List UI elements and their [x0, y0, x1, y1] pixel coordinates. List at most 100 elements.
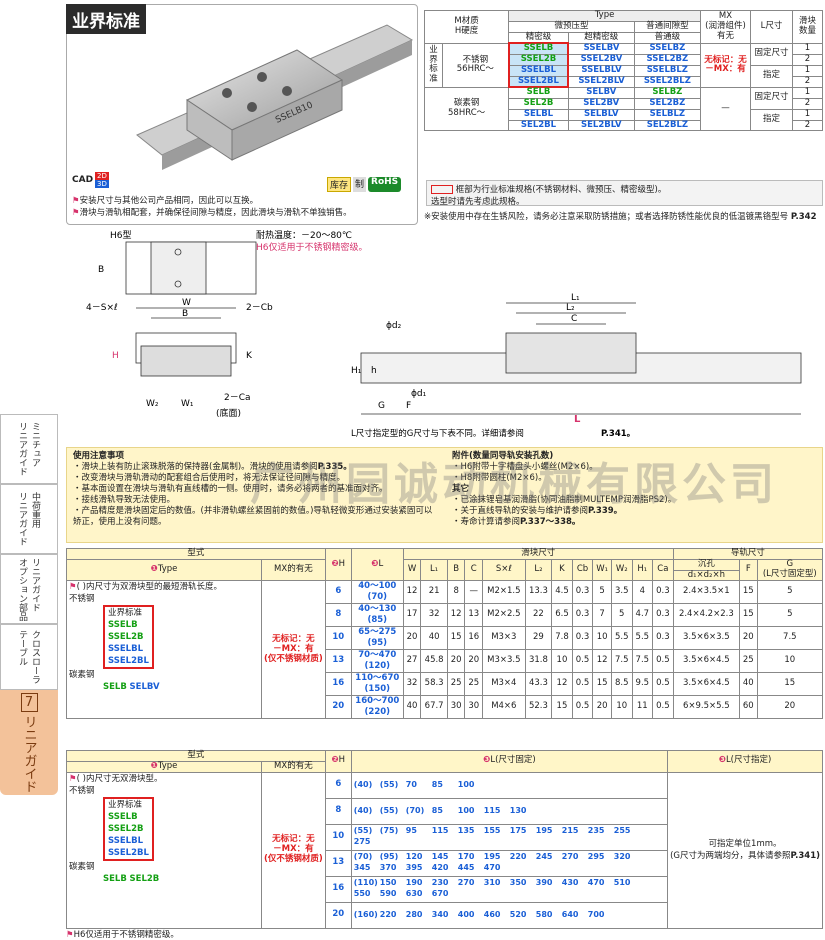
length-value: (75)	[379, 826, 399, 836]
side-tab-medium-load[interactable]: 中荷重用 リニアガイド	[0, 484, 58, 554]
length-value: 670	[431, 889, 449, 899]
stock-badge: 库存	[327, 177, 352, 192]
dim-l2: L₂	[566, 303, 575, 313]
g-note-ref: P.341。	[601, 429, 635, 439]
product-photo-panel: SSELB10	[66, 4, 418, 225]
length-value: 120	[405, 852, 423, 862]
length-value: (70)	[353, 852, 373, 862]
cad-badge: CAD 2D 3D	[72, 172, 109, 188]
length-value: 580	[535, 909, 553, 919]
length-value: 350	[509, 878, 527, 888]
length-value: 310	[483, 878, 501, 888]
length-value: 85	[431, 779, 443, 789]
length-value: (70)	[405, 805, 425, 815]
length-value: 255	[613, 826, 631, 836]
length-value: 95	[405, 826, 417, 836]
length-value: 215	[561, 826, 579, 836]
dim-k: K	[246, 351, 253, 361]
length-value: 150	[379, 878, 397, 888]
length-value: 390	[535, 878, 553, 888]
dim-d2: ϕd₂	[386, 321, 402, 331]
dim-l: L	[574, 414, 581, 425]
length-value: 195	[483, 852, 501, 862]
length-value: (160)	[353, 909, 378, 919]
h6-note: H6仅适用于不锈钢精密级。	[256, 241, 368, 253]
page-title: 业界标准	[66, 4, 146, 34]
length-value: 510	[613, 878, 631, 888]
length-value: 220	[379, 909, 397, 919]
temp-label: 耐热温度：－20～80℃	[256, 229, 352, 241]
length-value: 100	[457, 779, 475, 789]
length-value: 520	[509, 909, 527, 919]
length-value: 270	[561, 852, 579, 862]
frame-note: 框部为行业标准规格(不锈钢材料、微预压、精密级型)。选型时请先考虑此规格。	[426, 180, 823, 207]
dim-h1: H₁	[351, 366, 362, 376]
dim-d1: ϕd₁	[411, 389, 427, 399]
dim-g: G	[378, 401, 385, 411]
length-value: (40)	[353, 779, 373, 789]
h6-label: H6型	[110, 230, 132, 241]
product-image: SSELB10	[136, 24, 414, 170]
side-tab-miniature[interactable]: ミニチュア リニアガイド	[0, 414, 58, 484]
length-value: 445	[457, 863, 475, 873]
dim-w: W	[182, 298, 191, 308]
length-value: 400	[457, 909, 475, 919]
rust-warning: ※安装使用中存在生锈风险，请务必注意采取防锈措施；或者选择防锈性能优良的低温镀黑…	[424, 212, 817, 222]
dim-b-side: B	[98, 265, 104, 275]
side-tab-cross-roller[interactable]: クロスローラ テーブル	[0, 624, 58, 690]
dim-c: C	[571, 314, 577, 324]
length-value: 190	[405, 878, 423, 888]
length-value: 395	[405, 863, 423, 873]
length-value: 700	[587, 909, 605, 919]
technical-drawing: H6型 B 耐热温度：－20～80℃ H6仅适用于不锈钢精密级。 W B 4－S…	[86, 229, 802, 439]
length-value: 420	[431, 863, 449, 873]
length-value: 155	[483, 826, 501, 836]
length-value: 640	[561, 909, 579, 919]
length-value: (110)	[353, 878, 378, 888]
length-value: (55)	[379, 779, 399, 789]
length-value: 220	[509, 852, 527, 862]
length-value: 345	[353, 863, 371, 873]
length-value: 460	[483, 909, 501, 919]
length-value: 115	[483, 805, 501, 815]
length-value: 270	[457, 878, 475, 888]
length-value: 275	[353, 837, 371, 847]
length-value: 85	[431, 805, 443, 815]
length-value: 590	[379, 889, 397, 899]
length-value: 115	[431, 826, 449, 836]
length-value: 630	[405, 889, 423, 899]
dim-w1: W₁	[181, 399, 194, 409]
dim-ca-note: (底面)	[216, 407, 241, 419]
dim-h: H	[112, 351, 119, 361]
length-value: 70	[405, 779, 417, 789]
len-row-6: (40) (55) 70 85 100	[350, 771, 669, 799]
dim-b: B	[182, 309, 188, 319]
length-value: 320	[613, 852, 631, 862]
side-tab-options[interactable]: リニアガイド オプション部品	[0, 554, 58, 624]
footer-note: ⚑H6仅适用于不锈钢精密级。	[66, 930, 179, 940]
rohs-badge: RoHS	[368, 177, 402, 192]
usage-notes: 使用注意事项 ・滑块上装有防止滚珠脱落的保持器(金属制)。滑块的使用请参阅P.3…	[66, 447, 823, 543]
stock-badges: 库存 制 RoHS	[327, 177, 402, 192]
watermark: 广州园诚动机械有限公司	[250, 459, 778, 510]
length-value: 550	[353, 889, 371, 899]
length-value: 470	[483, 863, 501, 873]
length-value: 100	[457, 805, 475, 815]
dim-cb: 2－Cb	[246, 303, 273, 313]
type-table: M材质 H硬度 Type MX (润滑组件) 有无 L尺寸 滑块 数量 微预压型…	[423, 10, 823, 132]
length-value: 340	[431, 909, 449, 919]
make-badge: 制	[353, 177, 367, 192]
dim-w2: W₂	[146, 399, 159, 409]
length-value: 230	[431, 878, 449, 888]
length-value: 195	[535, 826, 553, 836]
side-nav: ミニチュア リニアガイド 中荷重用 リニアガイド リニアガイド オプション部品 …	[0, 414, 58, 795]
length-value: (95)	[379, 852, 399, 862]
